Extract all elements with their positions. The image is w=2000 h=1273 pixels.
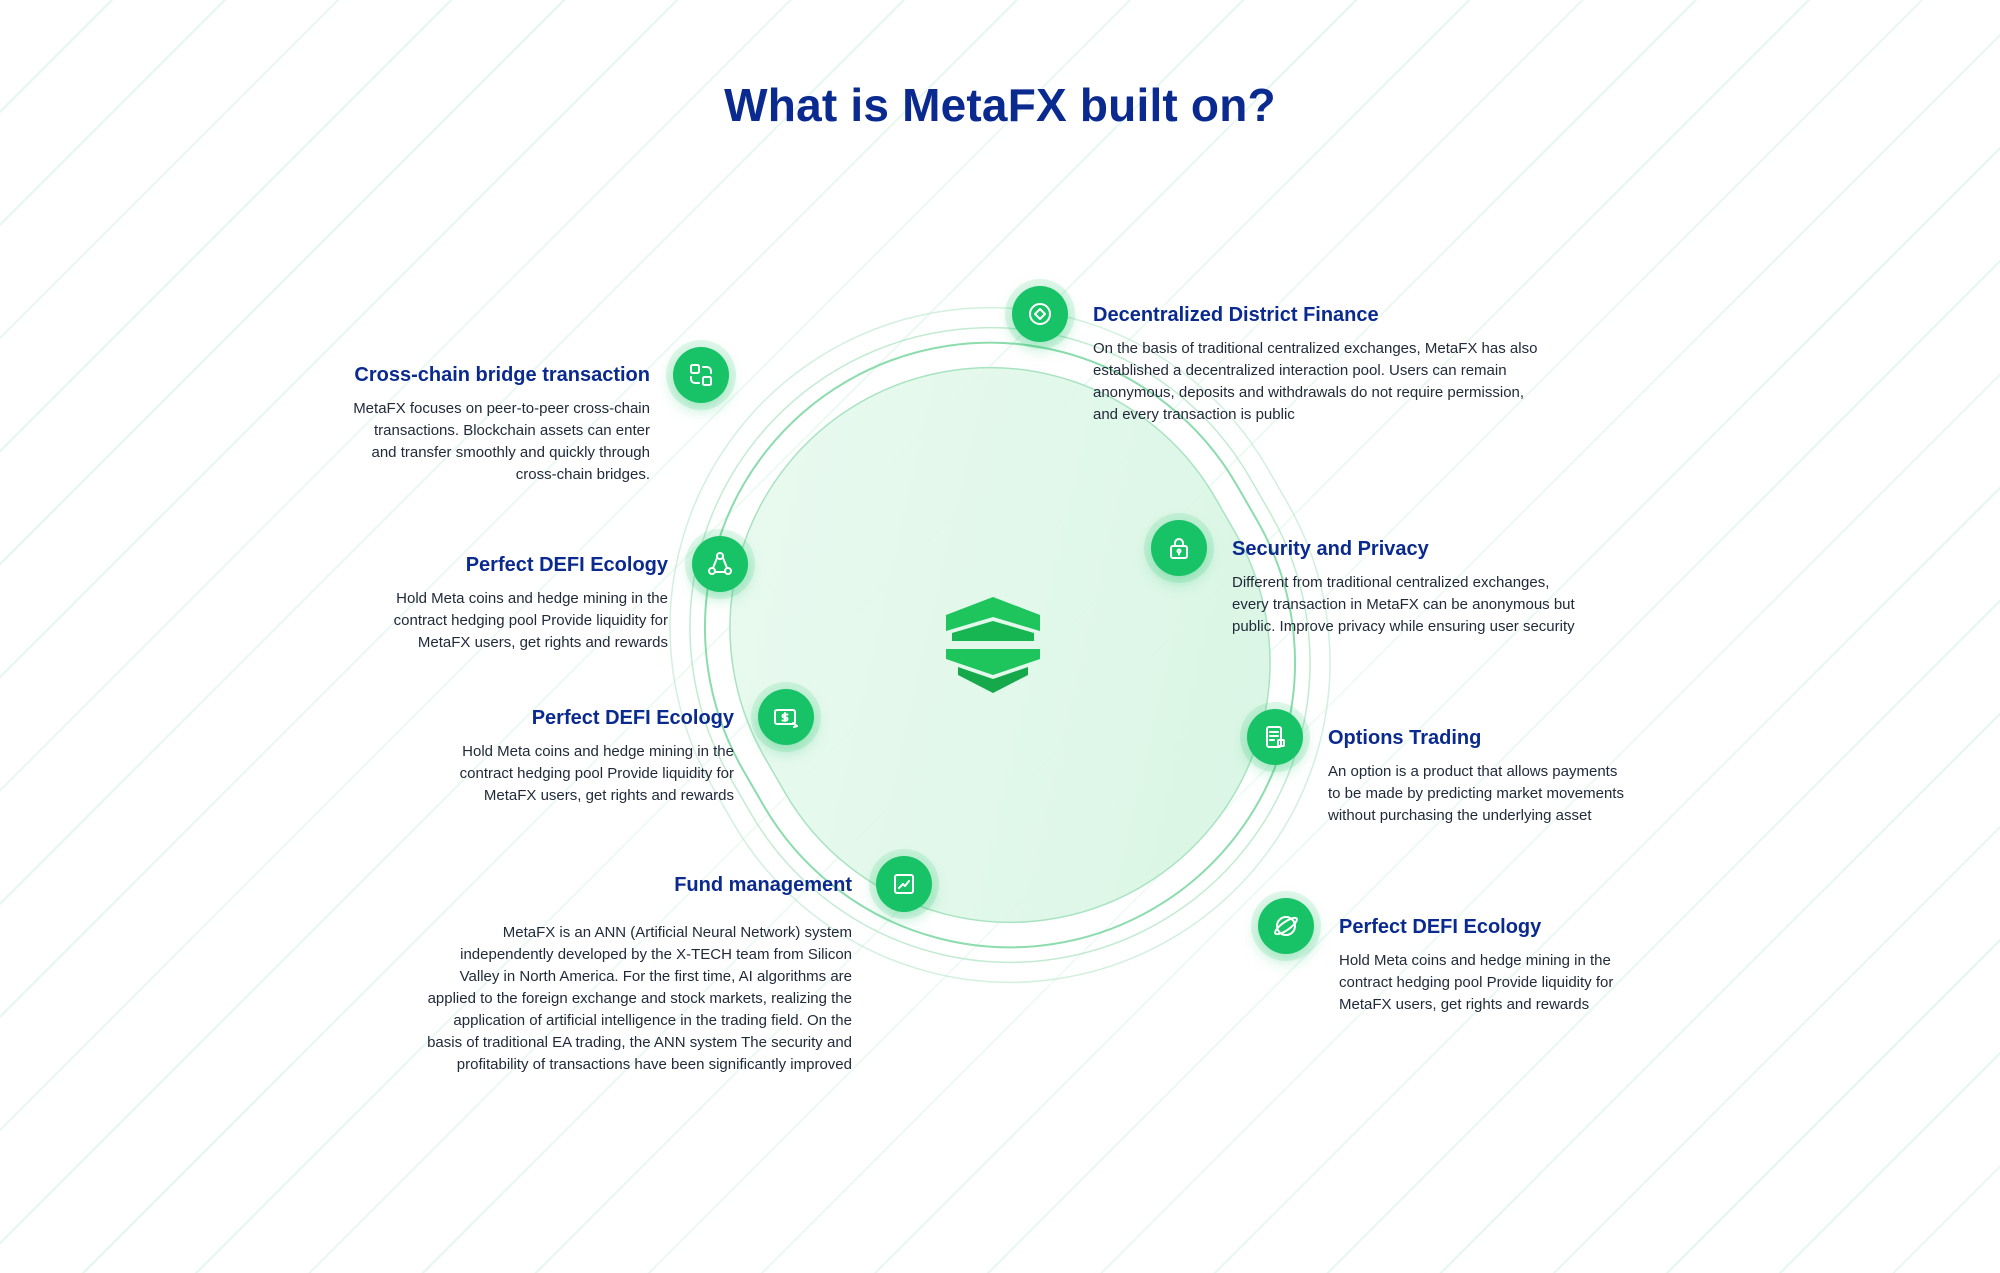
- feature-title: Options Trading: [1328, 727, 1482, 749]
- feature-defi-ecology-3: Perfect DEFI Ecology Hold Meta coins and…: [1339, 914, 1739, 1016]
- orbit-ring-middle: [689, 326, 1311, 964]
- orbit-core: [729, 366, 1271, 924]
- page-title: What is MetaFX built on?: [724, 79, 1276, 131]
- network-icon[interactable]: [692, 536, 748, 592]
- lock-icon[interactable]: [1151, 520, 1207, 576]
- metafx-logo: [946, 597, 1040, 693]
- feature-title: Security and Privacy: [1232, 538, 1429, 560]
- globe-icon[interactable]: [1258, 898, 1314, 954]
- feature-description: On the basis of traditional centralized …: [1093, 340, 1538, 423]
- feature-title: Perfect DEFI Ecology: [1339, 916, 1542, 938]
- feature-title: Fund management: [674, 874, 852, 896]
- feature-title: Perfect DEFI Ecology: [465, 554, 668, 576]
- feature-description: Hold Meta coins and hedge mining in the …: [459, 743, 734, 804]
- cross-chain-icon[interactable]: [673, 347, 729, 403]
- feature-security-privacy: Security and Privacy Different from trad…: [1232, 536, 1652, 638]
- document-icon[interactable]: [1247, 709, 1303, 765]
- orbit-ring-outer: [669, 306, 1331, 984]
- feature-description: MetaFX is an ANN (Artificial Neural Netw…: [427, 924, 852, 1073]
- feature-title: Cross-chain bridge transaction: [354, 364, 650, 386]
- feature-defi-ecology-2: Perfect DEFI Ecology Hold Meta coins and…: [344, 705, 734, 807]
- feature-title: Perfect DEFI Ecology: [531, 707, 734, 729]
- feature-title: Decentralized District Finance: [1093, 304, 1379, 326]
- diamond-icon[interactable]: [1012, 286, 1068, 342]
- money-icon[interactable]: [758, 689, 814, 745]
- feature-fund-management: Fund management MetaFX is an ANN (Artifi…: [352, 872, 852, 1076]
- orbit-ring-main: [704, 341, 1296, 949]
- chart-icon[interactable]: [876, 856, 932, 912]
- feature-description: Hold Meta coins and hedge mining in the …: [393, 590, 668, 651]
- feature-description: MetaFX focuses on peer-to-peer cross-cha…: [353, 400, 650, 483]
- feature-cross-chain: Cross-chain bridge transaction MetaFX fo…: [258, 362, 650, 486]
- feature-description: Hold Meta coins and hedge mining in the …: [1339, 952, 1614, 1013]
- feature-description: Different from traditional centralized e…: [1232, 574, 1575, 635]
- feature-decentralized-finance: Decentralized District Finance On the ba…: [1093, 302, 1613, 426]
- feature-description: An option is a product that allows payme…: [1328, 763, 1624, 824]
- feature-defi-ecology-1: Perfect DEFI Ecology Hold Meta coins and…: [278, 552, 668, 654]
- feature-options-trading: Options Trading An option is a product t…: [1328, 725, 1728, 827]
